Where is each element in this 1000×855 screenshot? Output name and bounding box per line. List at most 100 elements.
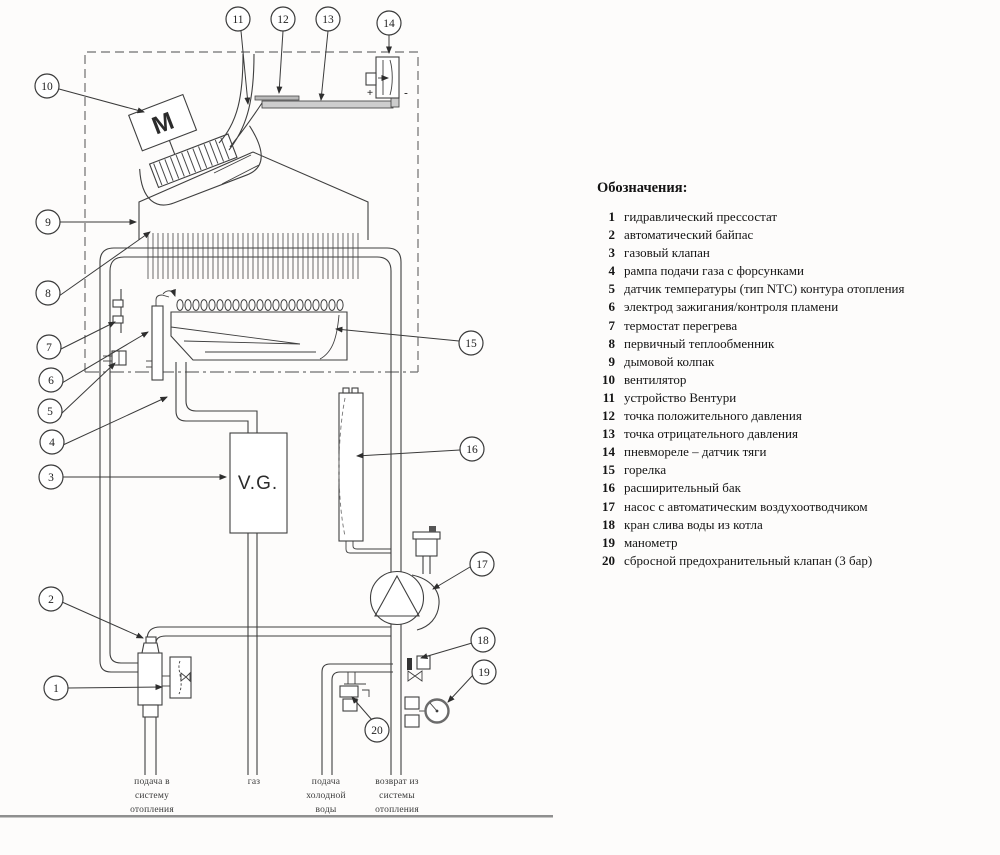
legend-item-label: рампа подачи газа с форсунками [624, 263, 804, 279]
svg-text:15: 15 [465, 338, 477, 350]
callout-5: 5 [37, 398, 63, 424]
label-cold-water-1: подача [312, 777, 341, 787]
svg-text:14: 14 [383, 18, 395, 30]
pressure-tube [261, 100, 394, 109]
fan-assembly: M [128, 93, 262, 206]
svg-text:7: 7 [46, 342, 52, 354]
svg-text:3: 3 [48, 472, 54, 484]
legend-item-number: 2 [608, 227, 616, 243]
svg-text:5: 5 [47, 406, 53, 418]
svg-text:1: 1 [53, 683, 59, 695]
svg-text:9: 9 [45, 217, 51, 229]
callout-6: 6 [38, 367, 64, 393]
boiler-diagram: M + - [0, 6, 553, 818]
gas-valve-label: V.G. [238, 473, 278, 494]
svg-text:12: 12 [277, 14, 289, 26]
legend-item: 16 расширительный бак [597, 479, 997, 497]
cartridge-cap [141, 642, 160, 654]
air-pressure-switch: + - [365, 56, 408, 99]
pipe-labels: подача в систему отопления газ подача хо… [130, 777, 419, 815]
legend-item-number: 9 [608, 353, 616, 369]
legend-item-label: горелка [624, 462, 667, 478]
legend-item-number: 12 [602, 408, 615, 424]
auto-air-vent [412, 526, 441, 557]
legend-item-number: 14 [602, 444, 615, 460]
bottom-rule [0, 815, 553, 818]
hood-duct-stub2 [221, 164, 260, 185]
label-heating-supply-3: отопления [130, 805, 174, 815]
legend-item-label: кран слива воды из котла [624, 516, 763, 532]
svg-text:10: 10 [41, 81, 53, 93]
smoke-hood-right [252, 151, 369, 240]
callout-8: 8 [35, 280, 61, 306]
legend-item: 18 кран слива воды из котла [597, 516, 997, 534]
safety-relief-valve [339, 672, 370, 712]
legend-item-number: 7 [608, 317, 616, 333]
drain-valve [407, 655, 431, 682]
legend-item-number: 3 [608, 245, 616, 261]
callout-leader-lines [58, 30, 474, 721]
callout-12: 12 [270, 6, 296, 32]
legend-item-number: 18 [602, 516, 615, 532]
svg-text:18: 18 [477, 635, 489, 647]
legend-item-number: 19 [602, 534, 615, 550]
svg-text:13: 13 [322, 14, 334, 26]
hood-duct-stub [213, 154, 252, 174]
legend-item-label: вентилятор [624, 371, 687, 387]
legend-item-label: точка положительного давления [624, 408, 802, 424]
svg-text:17: 17 [476, 559, 488, 571]
label-heating-return-1: возврат из [375, 777, 419, 787]
label-heating-supply-1: подача в [134, 777, 170, 787]
callout-3: 3 [38, 464, 64, 490]
legend-item-number: 16 [602, 480, 615, 496]
pump [369, 526, 441, 631]
svg-text:6: 6 [48, 375, 54, 387]
legend-item-label: автоматический байпас [624, 227, 754, 243]
legend-item: 10 вентилятор [597, 371, 997, 389]
legend-item-number: 4 [608, 263, 616, 279]
positive-pressure-tap [254, 95, 300, 101]
expansion-tank [338, 387, 391, 554]
minus-terminal-label: - [404, 87, 408, 99]
legend-title: Обозначения: [597, 180, 688, 196]
pump-volute [411, 574, 440, 631]
bypass-cartridge [137, 652, 163, 706]
callout-17: 17 [469, 551, 495, 577]
legend-item: 12 точка положительного давления [597, 407, 997, 425]
legend-item-label: пневмореле – датчик тяги [624, 444, 767, 460]
gas-ramp-pipe [175, 362, 258, 433]
ignition-electrode [146, 294, 170, 381]
legend-item-number: 10 [602, 371, 615, 387]
legend-item-label: гидравлический прессостат [624, 209, 778, 224]
bypass-pipe [146, 626, 391, 644]
callout-10: 10 [34, 73, 60, 99]
legend-item-label: манометр [624, 534, 678, 550]
plus-terminal-label: + [367, 87, 373, 99]
ignition-spark [162, 288, 176, 297]
legend-item-label: расширительный бак [624, 480, 741, 496]
legend-item: 4 рампа подачи газа с форсунками [597, 262, 997, 280]
legend-item-number: 8 [608, 335, 616, 351]
legend-item-label: термостат перегрева [624, 317, 738, 333]
callout-2: 2 [38, 586, 64, 612]
legend-item-number: 5 [608, 281, 616, 297]
legend-item-label: электрод зажигания/контроля пламени [624, 299, 839, 315]
legend-item-label: точка отрицательного давления [624, 426, 798, 442]
legend-item-label: сбросной предохранительный клапан (3 бар… [624, 552, 873, 568]
legend-item: 7 термостат перегрева [597, 317, 997, 335]
pump-impeller [374, 574, 420, 617]
legend-item-label: дымовой колпак [624, 353, 715, 369]
cold-water-pipe [321, 663, 393, 775]
legend-item: 14 пневмореле – датчик тяги [597, 443, 997, 461]
callout-7: 7 [36, 334, 62, 360]
